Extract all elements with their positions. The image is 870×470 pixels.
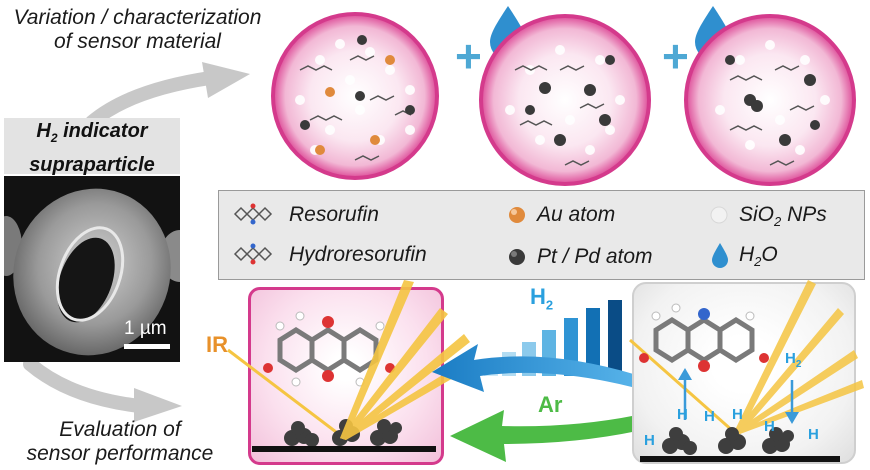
particle-au (271, 12, 439, 180)
h-atom-5: H (764, 418, 775, 435)
h2-small-sub: 2 (795, 359, 802, 370)
plus-sign-1: + (455, 30, 482, 82)
h-atom-6: H (808, 426, 819, 443)
legend: Resorufin Hydroresorufin Au atom Pt / Pd… (218, 190, 865, 280)
legend-au-atom: Au atom (537, 203, 616, 226)
indicator-label: H2 indicator supraparticle (4, 118, 180, 176)
h2-main-sub: 2 (545, 297, 554, 313)
indicator-rest: indicator (57, 120, 148, 142)
sensor-particles: + + (271, 6, 856, 186)
catalyst-clusters-right (662, 427, 794, 455)
plus-sign-2: + (662, 30, 689, 82)
h-atom-1: H (677, 406, 688, 423)
legend-h2o-sub: 2 (754, 254, 762, 270)
legend-sio2-sub: 2 (774, 214, 782, 230)
hydroresorufin-scene (629, 280, 864, 462)
h2-arrow-icon (432, 344, 640, 392)
h-atom-2: H (704, 408, 715, 425)
resorufin-icon (233, 203, 273, 225)
h2-main-label: H2 (530, 284, 553, 312)
legend-h2o-suffix: O (761, 243, 778, 266)
h2o-drop-icon (712, 243, 728, 268)
bottom-caption-line2: sensor performance (26, 442, 214, 465)
h2-small-h: H (785, 350, 796, 367)
legend-resorufin: Resorufin (289, 203, 379, 226)
ir-label: IR (206, 332, 228, 357)
h2-main-h: H (530, 284, 546, 309)
top-caption: Variation / characterization of sensor m… (0, 6, 275, 54)
legend-sio2: SiO2 NPs (739, 203, 827, 229)
supraparticle-shape (4, 188, 180, 356)
curved-arrow-down-icon (23, 357, 182, 422)
h2-small-label: H2 (785, 350, 801, 370)
h-atom-3: H (732, 406, 743, 423)
indicator-h: H (36, 120, 51, 142)
curved-arrow-up-icon (85, 62, 250, 129)
bottom-caption: Evaluation of sensor performance (10, 418, 230, 466)
hydroresorufin-molecule (653, 317, 755, 363)
h-atom-4: H (644, 432, 655, 449)
top-caption-line1: Variation / characterization (13, 6, 262, 29)
particle-water (684, 14, 856, 186)
legend-sio2-suffix: NPs (781, 203, 827, 226)
scale-bar-label: 1 µm (124, 318, 167, 339)
indicator-line2: supraparticle (29, 154, 155, 176)
sio2-np-icon (710, 206, 728, 224)
top-caption-line2: of sensor material (54, 30, 221, 53)
legend-sio2-prefix: SiO (739, 203, 775, 226)
legend-pt-pd-atom: Pt / Pd atom (537, 245, 653, 268)
hydroresorufin-icon (233, 243, 273, 265)
pt-pd-atom-icon (509, 249, 525, 265)
legend-hydroresorufin: Hydroresorufin (289, 243, 427, 266)
ar-arrow-icon (450, 410, 642, 462)
light-beams-left (340, 280, 474, 440)
particle-pt (479, 14, 651, 186)
au-atom-icon (509, 207, 525, 223)
sem-image: 1 µm (4, 176, 180, 362)
legend-h2o-prefix: H (739, 243, 755, 266)
legend-h2o: H2O (739, 243, 778, 269)
ar-label: Ar (538, 392, 563, 417)
bottom-caption-line1: Evaluation of (59, 418, 181, 441)
indicator-sub: 2 (50, 131, 58, 145)
